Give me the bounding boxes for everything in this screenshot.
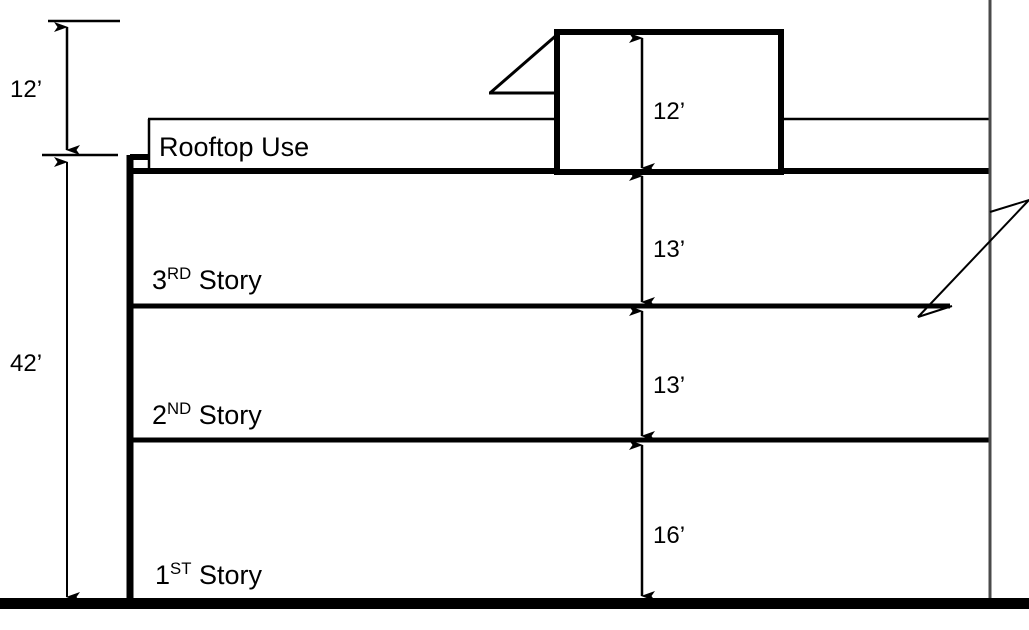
left-exterior-wall	[126, 154, 149, 606]
story-3-suffix: RD	[167, 264, 192, 283]
dimension-label-story2: 13’	[653, 372, 686, 399]
break-line-right	[917, 198, 1029, 318]
story-3-number: 3	[152, 265, 168, 295]
story-label-first: 1ST Story	[155, 559, 262, 590]
dimension-label-story3: 13’	[653, 236, 686, 263]
story-label-second: 2ND Story	[152, 399, 262, 430]
story-label-third: 3RD Story	[152, 264, 262, 295]
rooftop-use-label: Rooftop Use	[159, 132, 310, 162]
dimension-extension-lines-left	[42, 19, 120, 157]
story-3-word: Story	[198, 265, 262, 295]
rooftop-penthouse-box	[554, 29, 784, 175]
story-2-number: 2	[152, 400, 168, 430]
dimension-label-penthouse: 12’	[653, 98, 686, 125]
story-1-number: 1	[155, 560, 171, 590]
story-1-word: Story	[198, 560, 262, 590]
dimension-label-left-upper: 12’	[10, 76, 43, 103]
story-2-word: Story	[198, 400, 262, 430]
dimension-label-story1: 16’	[653, 522, 686, 549]
story-2-suffix: ND	[167, 399, 192, 418]
story-1-suffix: ST	[170, 559, 192, 578]
penthouse-leader-line	[489, 31, 560, 95]
grade-line	[0, 598, 1029, 609]
dimension-label-left-lower: 42’	[10, 350, 43, 377]
